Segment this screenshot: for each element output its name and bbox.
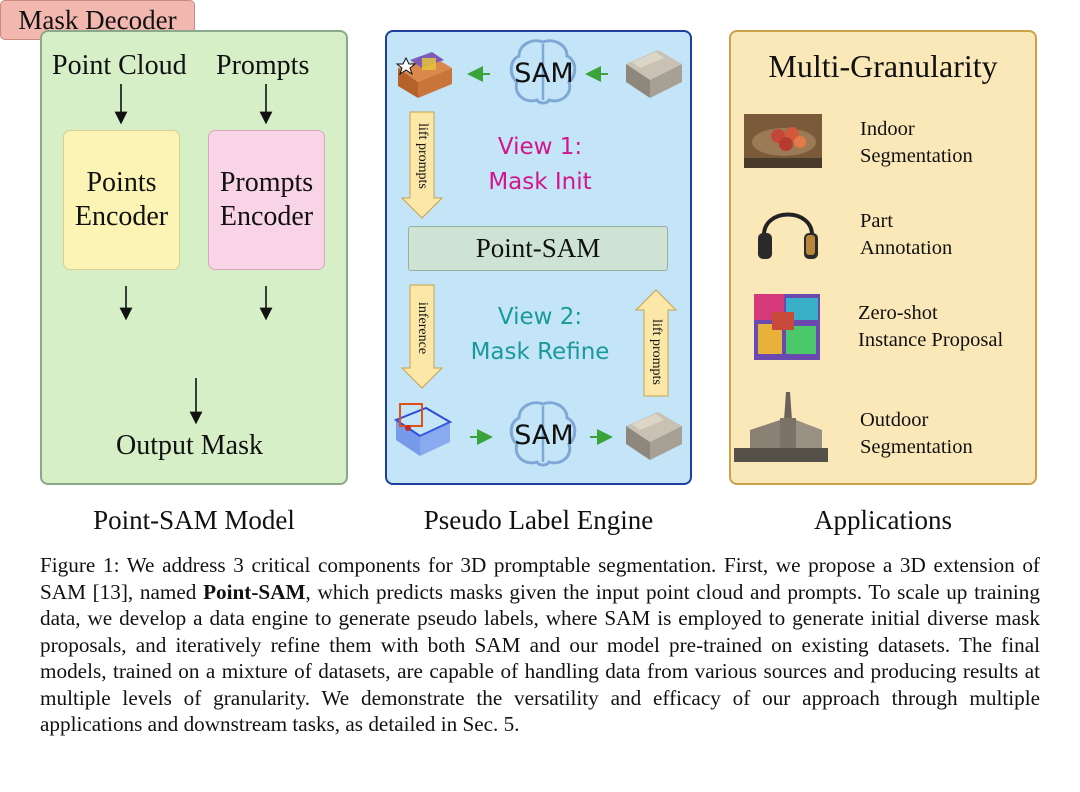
view2-label: View 2: Mask Refine: [448, 300, 632, 370]
prompts-encoder-box: Prompts Encoder: [208, 130, 325, 270]
point-cloud-sofa-icon: [393, 403, 453, 456]
sofa-icon-bottom: [626, 412, 682, 460]
points-encoder-line1: Points: [86, 167, 157, 198]
app-zeroshot-line2: Instance Proposal: [858, 329, 1004, 351]
sam-label-top: SAM: [514, 58, 574, 89]
app-part-annotation: Part Annotation: [860, 208, 952, 262]
point-cloud-label: Point Cloud: [52, 50, 187, 81]
app-zeroshot-line1: Zero-shot: [858, 302, 938, 324]
inference-label: inference: [415, 301, 431, 355]
outdoor-scene-icon: [734, 392, 828, 462]
lift-prompts-left-label: lift prompts: [415, 123, 431, 189]
brain-icon-bottom: [509, 401, 577, 467]
points-encoder-box: Points Encoder: [63, 130, 180, 270]
app-part-line1: Part: [860, 210, 894, 232]
inference-wrap: inference: [409, 288, 435, 368]
sofa-segmented-icon: [395, 52, 452, 98]
app-indoor-line2: Segmentation: [860, 145, 973, 167]
points-encoder-line2: Encoder: [74, 201, 169, 232]
headphones-icon: [758, 212, 818, 259]
instance-proposal-icon: [754, 294, 820, 360]
sofa-icon-top: [626, 50, 682, 98]
app-part-line2: Annotation: [860, 237, 953, 259]
view2-line2: Mask Refine: [470, 339, 610, 365]
pseudo-label-engine-title: Pseudo Label Engine: [423, 505, 654, 535]
output-mask-label: Output Mask: [116, 430, 263, 461]
view1-line2: Mask Init: [488, 169, 592, 195]
point-sam-model-title: Point-SAM Model: [93, 505, 295, 535]
app-zero-shot-instance-proposal: Zero-shot Instance Proposal: [858, 300, 1003, 354]
indoor-scene-icon: [744, 114, 822, 168]
applications-panel: [729, 30, 1037, 485]
prompts-label: Prompts: [216, 50, 310, 81]
prompts-encoder-line2: Encoder: [219, 201, 314, 232]
prompts-encoder-line1: Prompts: [219, 167, 314, 198]
app-indoor-line1: Indoor: [860, 118, 915, 140]
point-sam-box: Point-SAM: [408, 226, 668, 271]
brain-icon-top: [509, 39, 577, 105]
lift-prompts-right-wrap: lift prompts: [643, 310, 669, 394]
app-indoor-segmentation: Indoor Segmentation: [860, 116, 973, 170]
figure-caption: Figure 1: We address 3 critical componen…: [40, 552, 1040, 738]
caption-bold-point-sam: Point-SAM: [203, 579, 306, 604]
sam-label-bottom: SAM: [514, 420, 574, 451]
caption-part1: Figure 1: We address 3 critical componen…: [40, 553, 1040, 604]
app-outdoor-line1: Outdoor: [860, 409, 929, 431]
lift-prompts-left-wrap: lift prompts: [409, 114, 435, 198]
multi-granularity-header: Multi-Granularity: [768, 48, 998, 84]
applications-title: Applications: [814, 505, 952, 535]
app-outdoor-line2: Segmentation: [860, 436, 973, 458]
lift-prompts-right-label: lift prompts: [649, 319, 665, 385]
caption-part2: , which predicts masks given the input p…: [40, 579, 1040, 737]
view2-line1: View 2:: [497, 304, 583, 330]
view1-label: View 1: Mask Init: [450, 130, 630, 200]
app-outdoor-segmentation: Outdoor Segmentation: [860, 407, 973, 461]
view1-line1: View 1:: [497, 134, 583, 160]
